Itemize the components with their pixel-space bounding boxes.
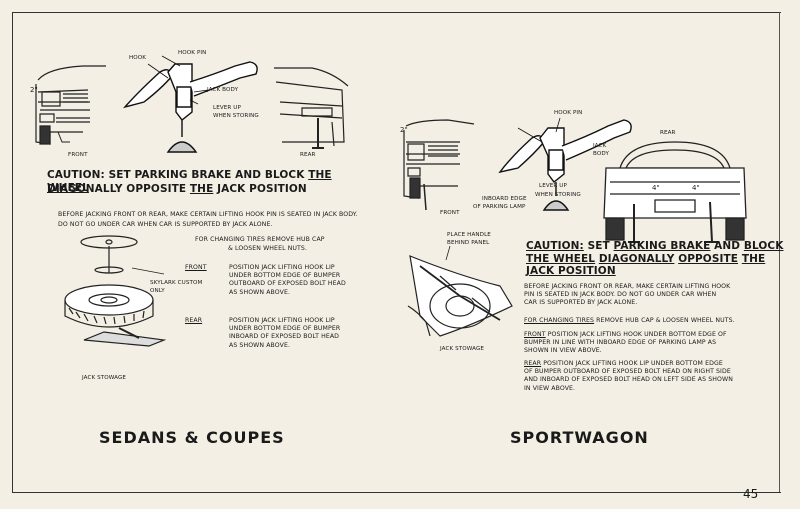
right-rear-head: REAR	[524, 360, 542, 367]
left-rear-text: POSITION JACK LIFTING HOOK LIP UNDER BOT…	[229, 317, 389, 350]
caution-set: SET	[583, 240, 614, 252]
left-rear-text-line: INBOARD OF EXPOSED BOLT HEAD	[229, 333, 340, 341]
lever-up-label: LEVER UP	[213, 105, 241, 111]
caution-parking-brake: PARKING BRAKE	[613, 240, 711, 252]
left-front-heading: FRONT	[185, 264, 207, 271]
right-when-storing-label: WHEN STORING	[535, 192, 581, 198]
skylark-label-1: SKYLARK CUSTOM	[150, 280, 203, 286]
right-warning-line: BEFORE JACKING FRONT OR REAR, MAKE CERTA…	[524, 283, 731, 290]
caution-line2-b: JACK POSITION	[213, 183, 307, 195]
left-caution-line-1: CAUTION: SET PARKING BRAKE AND BLOCK THE…	[47, 169, 367, 195]
left-changing-2: & LOOSEN WHEEL NUTS.	[228, 245, 308, 252]
caution-line2-a: DIAGONALLY OPPOSITE	[47, 183, 190, 195]
right-changing-tires: FOR CHANGING TIRES REMOVE HUB CAP & LOOS…	[524, 317, 735, 325]
hook-label: HOOK	[129, 55, 147, 61]
right-jack-stowage-label: JACK STOWAGE	[440, 346, 485, 352]
right-stowage-illustration	[400, 246, 518, 346]
right-changing-head: FOR CHANGING TIRES	[524, 317, 595, 324]
right-jack-illustration	[498, 112, 648, 212]
right-lever-up-label: LEVER UP	[539, 183, 567, 189]
caution-the-2: THE	[189, 183, 214, 195]
caution-opposite: OPPOSITE	[678, 253, 739, 265]
left-section-title: SEDANS & COUPES	[99, 428, 285, 447]
caution-the-wheel: THE WHEEL	[526, 253, 596, 265]
wagon-dim-left: 4"	[652, 184, 660, 192]
left-warning-1: BEFORE JACKING FRONT OR REAR, MAKE CERTA…	[58, 211, 358, 218]
left-rear-text-line: UNDER BOTTOM EDGE OF BUMPER	[229, 325, 341, 333]
right-front-head: FRONT	[524, 331, 546, 338]
left-caution-line-2: DIAGONALLY OPPOSITE THE JACK POSITION	[47, 183, 367, 196]
right-front-text-line: POSITION JACK LIFTING HOOK UNDER BOTTOM …	[545, 331, 727, 338]
caution-prefix: CAUTION: SET PARKING BRAKE AND BLOCK	[47, 169, 309, 181]
left-jack-illustration	[120, 52, 270, 157]
skylark-label-2: ONLY	[150, 288, 165, 294]
left-front-text-line: OUTBOARD OF EXPOSED BOLT HEAD	[229, 280, 346, 288]
caution-and: AND	[710, 240, 744, 252]
right-caution-line-3: JACK POSITION	[526, 265, 616, 277]
right-warning: BEFORE JACKING FRONT OR REAR, MAKE CERTA…	[524, 283, 730, 308]
wagon-dim-right: 4"	[692, 184, 700, 192]
right-warning-line: CAR IS SUPPORTED BY JACK ALONE.	[524, 299, 638, 307]
right-jack-body-label-2: BODY	[593, 151, 609, 157]
right-changing-rest: REMOVE HUB CAP & LOOSEN WHEEL NUTS.	[594, 317, 735, 324]
right-front-text-line: BUMPER IN LINE WITH INBOARD EDGE OF PARK…	[524, 339, 717, 347]
caution-the-right: THE	[741, 253, 766, 265]
page-border	[12, 12, 781, 493]
right-warning-line: PIN IS SEATED IN JACK BODY. DO NOT GO UN…	[524, 291, 717, 299]
right-front-text-line: SHOWN IN VIEW ABOVE.	[524, 347, 602, 355]
when-storing-label: WHEN STORING	[213, 113, 259, 119]
right-jack-body-label-1: JACK	[593, 143, 607, 149]
right-section-title: SPORTWAGON	[510, 428, 649, 447]
right-caution-line-2: THE WHEEL DIAGONALLY OPPOSITE THE	[526, 253, 765, 266]
left-rear-car-illustration	[272, 62, 350, 154]
right-rear-text-line: AND INBOARD OF EXPOSED BOLT HEAD ON LEFT…	[524, 376, 733, 384]
right-rear-instructions: REAR POSITION JACK LIFTING HOOK LIP UNDE…	[524, 360, 733, 393]
page-edge	[779, 12, 780, 492]
right-rear-text-line: IN VIEW ABOVE.	[524, 384, 576, 392]
caution-block: BLOCK	[743, 240, 784, 252]
jack-body-label: JACK BODY	[207, 87, 239, 93]
right-front-dim-label: 2"	[400, 126, 408, 134]
right-rear-label: REAR	[660, 130, 676, 136]
rear-label: REAR	[300, 152, 316, 158]
wagon-rear-illustration: 4" 4"	[600, 138, 750, 244]
left-front-text: POSITION JACK LIFTING HOOK LIP UNDER BOT…	[229, 264, 389, 297]
right-rear-text-line: POSITION JACK LIFTING HOOK LIP UNDER BOT…	[541, 360, 723, 367]
left-rear-heading: REAR	[185, 317, 203, 324]
right-hook-pin-label: HOOK PIN	[554, 110, 583, 116]
left-front-text-line: UNDER BOTTOM EDGE OF BUMPER	[229, 272, 341, 280]
left-front-text-line: AS SHOWN ABOVE.	[229, 288, 291, 296]
front-dim-label: 2"	[30, 86, 38, 94]
spare-tire-illustration	[64, 228, 184, 368]
right-front-car-illustration: 2"	[400, 118, 478, 218]
place-handle-label-2: BEHIND PANEL	[447, 240, 490, 246]
left-jack-stowage-label: JACK STOWAGE	[82, 375, 127, 381]
inboard-edge-label-2: OF PARKING LAMP	[473, 204, 526, 210]
hook-pin-label: HOOK PIN	[178, 50, 207, 56]
left-front-car-illustration: 2"	[30, 62, 108, 157]
page-number: 45	[743, 487, 759, 501]
right-front-label: FRONT	[440, 210, 460, 216]
caution-wheel: WHEEL	[47, 182, 89, 194]
left-changing-1: FOR CHANGING TIRES REMOVE HUB CAP	[195, 236, 325, 243]
left-front-text-line: POSITION JACK LIFTING HOOK LIP	[229, 264, 335, 271]
caution-diagonally: DIAGONALLY	[598, 253, 675, 265]
left-rear-text-line: POSITION JACK LIFTING HOOK LIP	[229, 317, 335, 324]
left-warning-2: DO NOT GO UNDER CAR WHEN CAR IS SUPPORTE…	[58, 221, 273, 228]
right-caution-line-1: CAUTION: SET PARKING BRAKE AND BLOCK	[526, 240, 783, 253]
right-front-instructions: FRONT POSITION JACK LIFTING HOOK UNDER B…	[524, 331, 727, 356]
inboard-edge-label-1: INBOARD EDGE	[482, 196, 527, 202]
right-rear-text-line: OF BUMPER OUTBOARD OF EXPOSED BOLT HEAD …	[524, 368, 731, 376]
front-label: FRONT	[68, 152, 88, 158]
left-rear-text-line: AS SHOWN ABOVE.	[229, 341, 291, 349]
caution-the: THE	[308, 169, 332, 181]
place-handle-label-1: PLACE HANDLE	[447, 232, 491, 238]
caution-word: CAUTION:	[526, 240, 584, 252]
